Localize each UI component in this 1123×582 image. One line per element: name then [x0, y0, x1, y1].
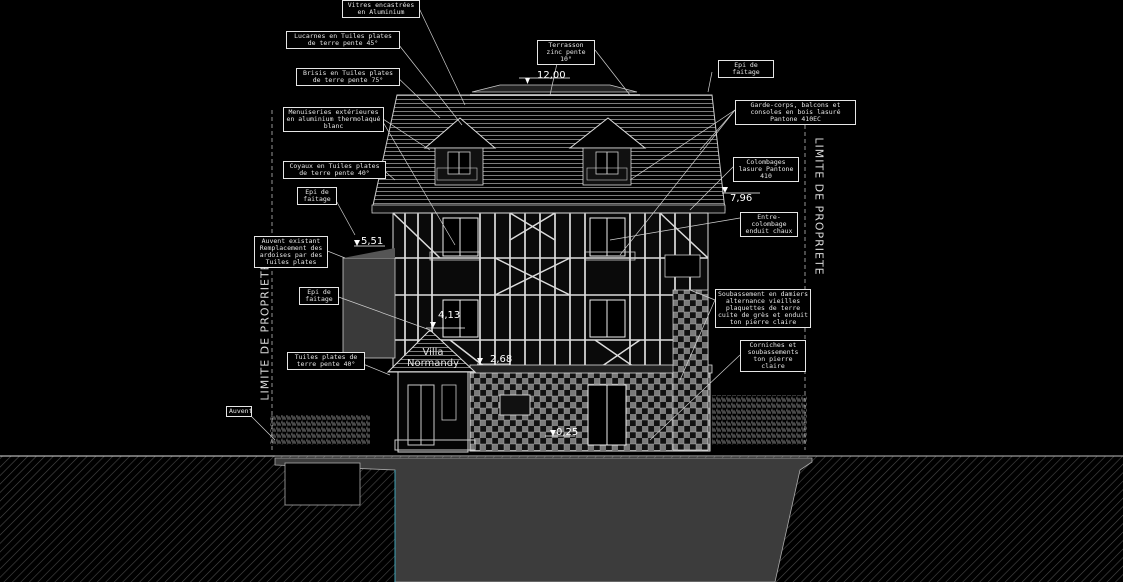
label-epi-left: Epi de faitage [297, 187, 337, 205]
dormer-right [568, 117, 647, 186]
timber-facade [392, 212, 709, 372]
label-entre-colombage: Entre-colombage enduit chaux [740, 212, 798, 237]
label-epi-top: Epi de faitage [718, 60, 774, 78]
label-auvent-existant: Auvent existant Remplacement des ardoise… [254, 236, 328, 268]
label-tuiles-porch: Tuiles plates de terre pente 40° [287, 352, 365, 370]
label-menuiseries: Menuiseries extérieures en aluminium the… [283, 107, 384, 132]
dimension-markers [354, 77, 760, 437]
label-brisis: Brisis en Tuiles plates de terre pente 7… [296, 68, 400, 86]
property-limit-left: LIMITE DE PROPRIETE [258, 262, 272, 401]
dimension-auvent: 5,51 [361, 236, 384, 247]
building-name: Villa Normandy [405, 347, 461, 369]
property-limit-right: LIMITE DE PROPRIETE [812, 137, 826, 276]
label-auvent: Auvent [226, 406, 252, 417]
dimension-porch: 4,13 [438, 310, 461, 321]
label-vitres-aluminium: Vitres encastrées en Aluminium [342, 0, 420, 18]
label-epi-porch: Epi de faitage [299, 287, 339, 305]
left-annex [342, 248, 396, 359]
label-terrasson: Terrasson zinc pente 10° [537, 40, 595, 65]
property-limit-lines [271, 110, 806, 450]
ground-section [0, 455, 1123, 582]
building-name-line2: Normandy [406, 358, 459, 369]
ground-floor [469, 289, 713, 452]
label-garde-corps: Garde-corps, balcons et consoles en bois… [735, 100, 856, 125]
dimension-side: 2,68 [490, 354, 513, 365]
dimension-eave: 7,96 [730, 193, 753, 204]
label-lucarnes: Lucarnes en Tuiles plates de terre pente… [286, 31, 400, 49]
dimension-ridge: 12,00 [537, 70, 566, 81]
label-soubassement: Soubassement en damiers alternance vieil… [715, 289, 811, 328]
label-coyaux: Coyaux en Tuiles plates de terre pente 4… [283, 161, 386, 179]
entrance-porch [386, 329, 477, 453]
dormer-left [423, 117, 497, 186]
leader-lines [246, 5, 741, 441]
building-name-line1: Villa [422, 347, 444, 358]
label-colombage-top: Colombages lasure Pantone 410 [733, 157, 799, 182]
label-corniches: Corniches et soubassements ton pierre cl… [740, 340, 806, 372]
dimension-floor: 0,25 [556, 427, 579, 438]
